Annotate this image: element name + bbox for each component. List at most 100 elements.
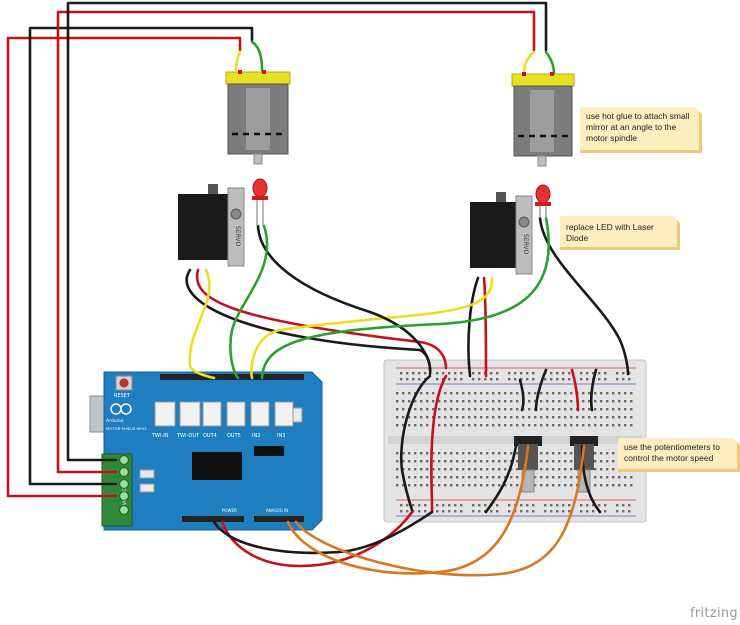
breadboard-hole [588, 408, 591, 411]
reset-label: RESET [114, 393, 131, 399]
breadboard-hole [618, 392, 621, 395]
breadboard-hole [564, 400, 567, 403]
breadboard-hole [558, 460, 561, 463]
screw-terminal [119, 505, 129, 515]
breadboard-hole [454, 510, 457, 513]
breadboard-hole [454, 504, 457, 507]
breadboard-hole [450, 452, 453, 455]
breadboard-hole [426, 452, 429, 455]
breadboard-hole [438, 476, 441, 479]
breadboard-hole [600, 484, 603, 487]
breadboard-hole [528, 408, 531, 411]
breadboard-hole [414, 424, 417, 427]
breadboard-hole [402, 392, 405, 395]
breadboard-hole [456, 484, 459, 487]
breadboard-hole [436, 504, 439, 507]
connector-label: IN3 [277, 433, 285, 439]
breadboard-hole [552, 392, 555, 395]
analog-label: ANALOG IN [266, 508, 288, 513]
breadboard-hole [448, 372, 451, 375]
breadboard-hole [558, 408, 561, 411]
brand-label: Arduino [106, 418, 124, 424]
breadboard-hole [586, 372, 589, 375]
breadboard-hole [456, 400, 459, 403]
breadboard-hole [396, 484, 399, 487]
breadboard-hole [484, 504, 487, 507]
breadboard-hole [604, 510, 607, 513]
breadboard-hole [616, 372, 619, 375]
breadboard-hole [498, 452, 501, 455]
breadboard-hole [492, 476, 495, 479]
breadboard-hole [516, 424, 519, 427]
breadboard-hole [456, 416, 459, 419]
breadboard-hole [624, 476, 627, 479]
breadboard-hole [504, 400, 507, 403]
breadboard-hole [628, 378, 631, 381]
breadboard-hole [508, 510, 511, 513]
breadboard-hole [546, 408, 549, 411]
breadboard-hole [516, 484, 519, 487]
breadboard-hole [510, 392, 513, 395]
breadboard-hole [606, 460, 609, 463]
breadboard-hole [532, 378, 535, 381]
breadboard-hole [420, 416, 423, 419]
breadboard-hole [444, 392, 447, 395]
breadboard-hole [558, 424, 561, 427]
breadboard-hole [396, 476, 399, 479]
breadboard-hole [546, 416, 549, 419]
breadboard-hole [492, 408, 495, 411]
breadboard-hole [508, 378, 511, 381]
breadboard-hole [534, 416, 537, 419]
breadboard-hole [532, 504, 535, 507]
breadboard-hole [402, 408, 405, 411]
breadboard-hole [594, 460, 597, 463]
breadboard-hole [438, 400, 441, 403]
breadboard-hole [564, 460, 567, 463]
breadboard-hole [516, 460, 519, 463]
breadboard-hole [606, 476, 609, 479]
breadboard-hole [594, 452, 597, 455]
breadboard-hole [612, 484, 615, 487]
breadboard-hole [486, 408, 489, 411]
breadboard-hole [598, 378, 601, 381]
motor-shield: RESET Arduino MOTOR SHIELD REV3 POWER AN… [89, 371, 323, 531]
breadboard-hole [412, 510, 415, 513]
breadboard-hole [510, 452, 513, 455]
breadboard-hole [594, 400, 597, 403]
breadboard-hole [400, 372, 403, 375]
breadboard-hole [516, 400, 519, 403]
breadboard-hole [540, 484, 543, 487]
breadboard-hole [520, 504, 523, 507]
breadboard-hole [474, 460, 477, 463]
breadboard-hole [504, 452, 507, 455]
breadboard-hole [412, 504, 415, 507]
breadboard-hole [594, 392, 597, 395]
breadboard-hole [450, 408, 453, 411]
breadboard-hole [484, 378, 487, 381]
breadboard-hole [496, 378, 499, 381]
breadboard-hole [450, 476, 453, 479]
breadboard-hole [492, 416, 495, 419]
breadboard-hole [438, 484, 441, 487]
breadboard-hole [444, 460, 447, 463]
breadboard-hole [426, 416, 429, 419]
breadboard-hole [616, 510, 619, 513]
breadboard-hole [630, 484, 633, 487]
breadboard-hole [504, 468, 507, 471]
breadboard-hole [496, 372, 499, 375]
led-left [252, 178, 268, 226]
breadboard-hole [424, 504, 427, 507]
breadboard-hole [612, 424, 615, 427]
breadboard-hole [606, 424, 609, 427]
breadboard-hole [592, 510, 595, 513]
breadboard-hole [486, 460, 489, 463]
breadboard-hole [558, 416, 561, 419]
breadboard-hole [598, 504, 601, 507]
breadboard-hole [580, 372, 583, 375]
breadboard-hole [628, 504, 631, 507]
breadboard-hole [480, 408, 483, 411]
screw-terminals [119, 455, 129, 515]
breadboard-hole [556, 510, 559, 513]
breadboard-hole [606, 416, 609, 419]
